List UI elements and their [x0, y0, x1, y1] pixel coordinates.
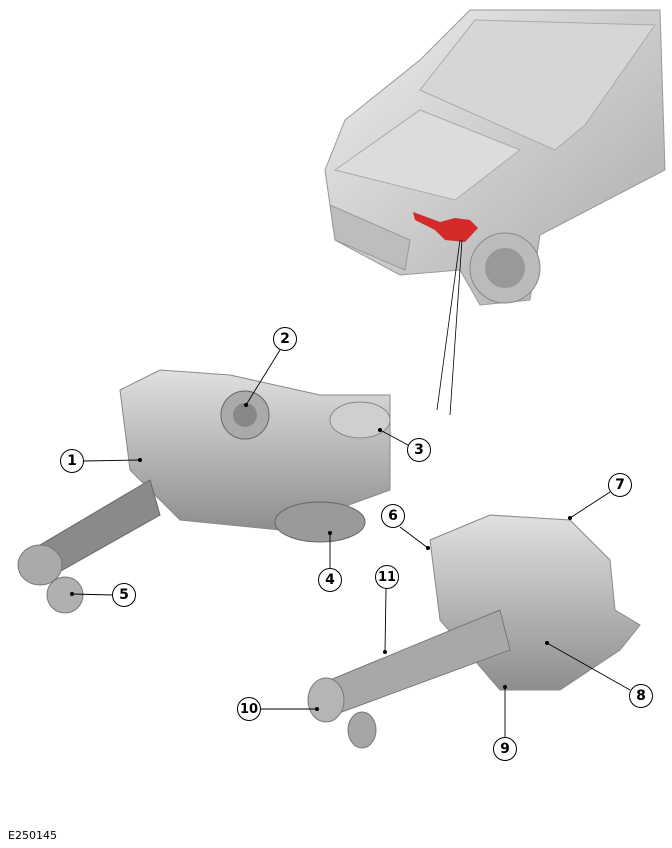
differential-assembly-lower [307, 514, 641, 749]
callout-1: 1 [60, 449, 84, 473]
callout-6: 6 [381, 504, 405, 528]
callout-9: 9 [493, 737, 517, 761]
differential-assembly-upper [17, 369, 391, 614]
callout-11: 11 [375, 565, 399, 589]
callout-4: 4 [318, 568, 342, 592]
callout-7: 7 [608, 473, 632, 497]
callout-10: 10 [237, 697, 261, 721]
callout-2: 2 [273, 327, 297, 351]
callout-3: 3 [407, 438, 431, 462]
vehicle-illustration [324, 9, 666, 416]
leader-dots [70, 403, 572, 711]
leader-lines [71, 349, 631, 737]
callout-8: 8 [629, 684, 653, 708]
callout-5: 5 [112, 583, 136, 607]
highlighted-component [413, 212, 478, 242]
figure-id: E250145 [8, 829, 57, 842]
